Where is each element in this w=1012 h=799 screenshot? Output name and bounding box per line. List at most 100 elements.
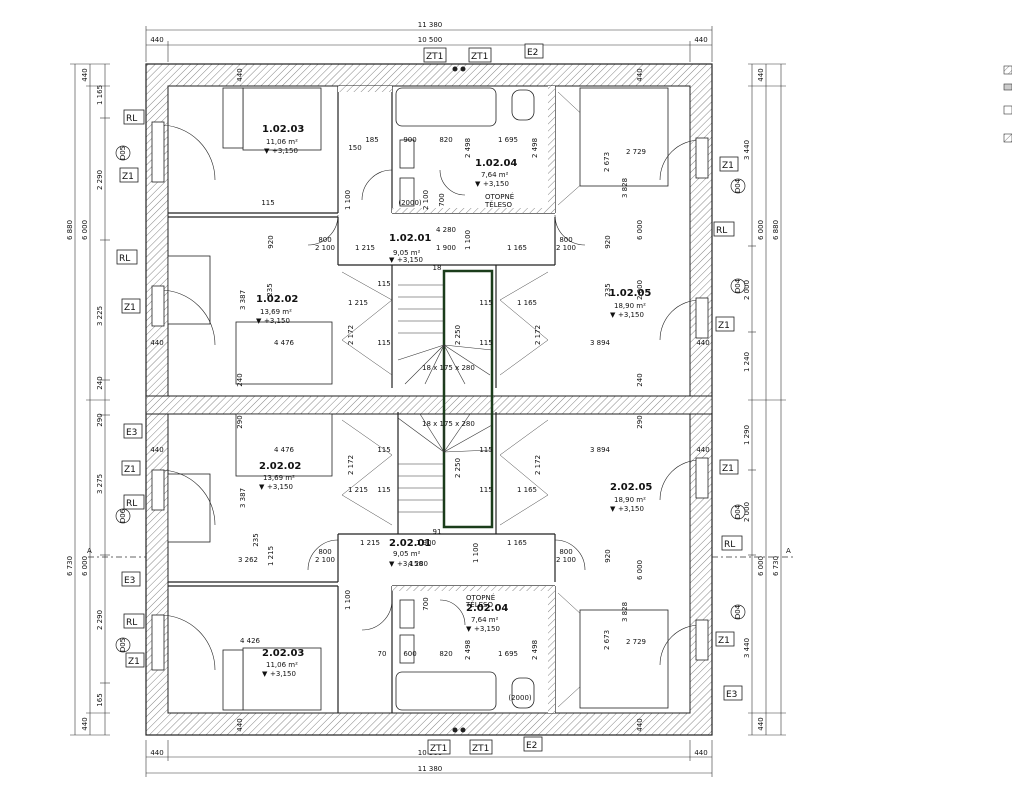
svg-text:▼: ▼ bbox=[389, 560, 395, 568]
dim-2673-b: 2 673 bbox=[603, 630, 611, 650]
svg-text:2.02.05: 2.02.05 bbox=[610, 482, 652, 493]
dim-right-f: 3 440 bbox=[743, 638, 751, 658]
dim-3828-a: 3 828 bbox=[621, 178, 629, 198]
svg-text:▼: ▼ bbox=[262, 670, 268, 678]
dim-1100-b: 1 100 bbox=[344, 590, 352, 610]
tag-rl: RL bbox=[126, 499, 137, 509]
tag-zt1: ZT1 bbox=[471, 52, 488, 62]
svg-text:+3,150: +3,150 bbox=[264, 317, 290, 325]
bathtub-lower bbox=[395, 671, 497, 711]
room-2-02-05: 2.02.05 18,90 m² ▼ +3,150 bbox=[610, 482, 652, 513]
wc-upper bbox=[511, 89, 535, 121]
dim-115-d: 115 bbox=[479, 299, 492, 307]
svg-text:+3,150: +3,150 bbox=[483, 180, 509, 188]
dim-235-b: 235 bbox=[604, 283, 612, 296]
dim-3828-b: 3 828 bbox=[621, 602, 629, 622]
room-1-02-01: 1.02.01 9,05 m² ▼ +3,150 bbox=[389, 233, 431, 264]
dim-2250-b: 2 250 bbox=[454, 458, 462, 478]
dim-800-a: 800 bbox=[318, 236, 331, 244]
dim-440-right-lower: 440 bbox=[696, 446, 709, 454]
dim-2000-lower: (2000) bbox=[508, 694, 532, 702]
dim-inner-width-top: 10 500 bbox=[418, 36, 443, 44]
dim-3387-b: 3 387 bbox=[239, 488, 247, 508]
radiator-label: OTOPNÉ bbox=[466, 593, 495, 602]
dim-right-b: 2 000 bbox=[743, 280, 751, 300]
dim-115-h: 115 bbox=[479, 486, 492, 494]
dim-240-a: 240 bbox=[636, 373, 644, 386]
dim-1215-d: 1 215 bbox=[348, 486, 368, 494]
dim-total-h-bottom: 6 730 bbox=[66, 556, 74, 576]
marker-d05-a: D05 bbox=[119, 146, 127, 160]
bed-1-02-05 bbox=[579, 87, 669, 187]
dim-total-width-bottom: 11 380 bbox=[418, 765, 443, 773]
dim-440-in-c: 440 bbox=[236, 718, 244, 731]
room-1-02-03: 1.02.03 11,06 m² ▼ +3,150 bbox=[262, 124, 304, 155]
tag-zt1: ZT1 bbox=[472, 744, 489, 754]
dim-1165-a: 1 165 bbox=[507, 244, 527, 252]
svg-text:9,05 m²: 9,05 m² bbox=[393, 550, 421, 558]
svg-text:13,69 m²: 13,69 m² bbox=[260, 308, 292, 316]
dim-1100-a: 1 100 bbox=[344, 190, 352, 210]
furniture bbox=[167, 87, 669, 711]
marker-d04-c: D04 bbox=[734, 504, 742, 519]
svg-text:+3,150: +3,150 bbox=[272, 147, 298, 155]
svg-text:▼: ▼ bbox=[610, 311, 616, 319]
svg-text:13,69 m²: 13,69 m² bbox=[263, 474, 295, 482]
dim-240-b: 240 bbox=[236, 373, 244, 386]
svg-text:1.02.01: 1.02.01 bbox=[389, 233, 431, 244]
tag-zt1: ZT1 bbox=[430, 744, 447, 754]
stair-spec-lower: 18 x 175 x 280 bbox=[422, 420, 475, 428]
svg-text:▼: ▼ bbox=[475, 180, 481, 188]
dim-185: 185 bbox=[365, 136, 378, 144]
dim-91: 91 bbox=[433, 528, 442, 536]
dim-150: 150 bbox=[348, 144, 361, 152]
dim-2729-a: 2 729 bbox=[626, 148, 646, 156]
dim-1100-c: 1 100 bbox=[464, 230, 472, 250]
dim-1215-b: 1 215 bbox=[360, 539, 380, 547]
dim-left-h: 165 bbox=[96, 693, 104, 706]
dim-800-c: 800 bbox=[318, 548, 331, 556]
marker-d04-b: D04 bbox=[734, 278, 742, 293]
room-1-02-05: 1.02.05 18,90 m² ▼ +3,150 bbox=[609, 288, 651, 319]
tag-labels: ZT1 ZT1 E2 RL Z1 RL Z1 Z1 RL Z1 E3 Z1 RL… bbox=[119, 48, 737, 754]
dim-235-a: 235 bbox=[266, 283, 274, 296]
svg-text:+3,150: +3,150 bbox=[397, 256, 423, 264]
dim-wall-bottom-left: 440 bbox=[150, 749, 163, 757]
tag-e2: E2 bbox=[527, 48, 538, 58]
dim-900-a: 900 bbox=[403, 136, 416, 144]
room-1-02-02: 1.02.02 13,69 m² ▼ +3,150 bbox=[256, 294, 298, 325]
dim-stair-w-lower: 1 900 bbox=[416, 539, 436, 547]
bed-2-02-02 bbox=[235, 413, 333, 477]
dim-right-w-upper: 3 894 bbox=[590, 339, 611, 347]
dim-115-e: 115 bbox=[479, 339, 492, 347]
marker-d04-d: D04 bbox=[734, 604, 742, 619]
dim-right-inner-top: 6 000 bbox=[757, 220, 765, 240]
marker-d05-b: D05 bbox=[119, 638, 127, 652]
dim-2250-a: 2 250 bbox=[454, 325, 462, 345]
tag-z1: Z1 bbox=[722, 464, 734, 474]
dim-2000-upper: (2000) bbox=[398, 199, 422, 207]
svg-text:▼: ▼ bbox=[466, 625, 472, 633]
dim-2172-d: 2 172 bbox=[534, 455, 542, 475]
dim-290-a: 290 bbox=[636, 415, 644, 428]
dim-820-a: 820 bbox=[439, 136, 452, 144]
svg-text:+3,150: +3,150 bbox=[270, 670, 296, 678]
dim-left-wall-bottom: 440 bbox=[81, 717, 89, 730]
svg-text:7,64 m²: 7,64 m² bbox=[481, 171, 509, 179]
dim-1695-a: 1 695 bbox=[498, 136, 518, 144]
svg-text:1.02.03: 1.02.03 bbox=[262, 124, 304, 135]
dim-right-wall-top: 440 bbox=[757, 68, 765, 81]
dim-440-left-lower: 440 bbox=[150, 446, 163, 454]
dim-440-right-upper: 440 bbox=[696, 339, 709, 347]
svg-text:1.02.05: 1.02.05 bbox=[609, 288, 651, 299]
dim-440-in-a: 440 bbox=[236, 68, 244, 81]
dim-3262: 3 262 bbox=[238, 556, 258, 564]
dim-1165-d: 1 165 bbox=[517, 486, 537, 494]
tag-zt1: ZT1 bbox=[426, 52, 443, 62]
dim-inner-h-bottom: 6 000 bbox=[81, 556, 89, 576]
dim-6000-b: 6 000 bbox=[636, 560, 644, 580]
dim-820-b: 820 bbox=[439, 650, 452, 658]
desk-2-02-02 bbox=[167, 473, 211, 543]
dim-inner-h-top: 6 000 bbox=[81, 220, 89, 240]
